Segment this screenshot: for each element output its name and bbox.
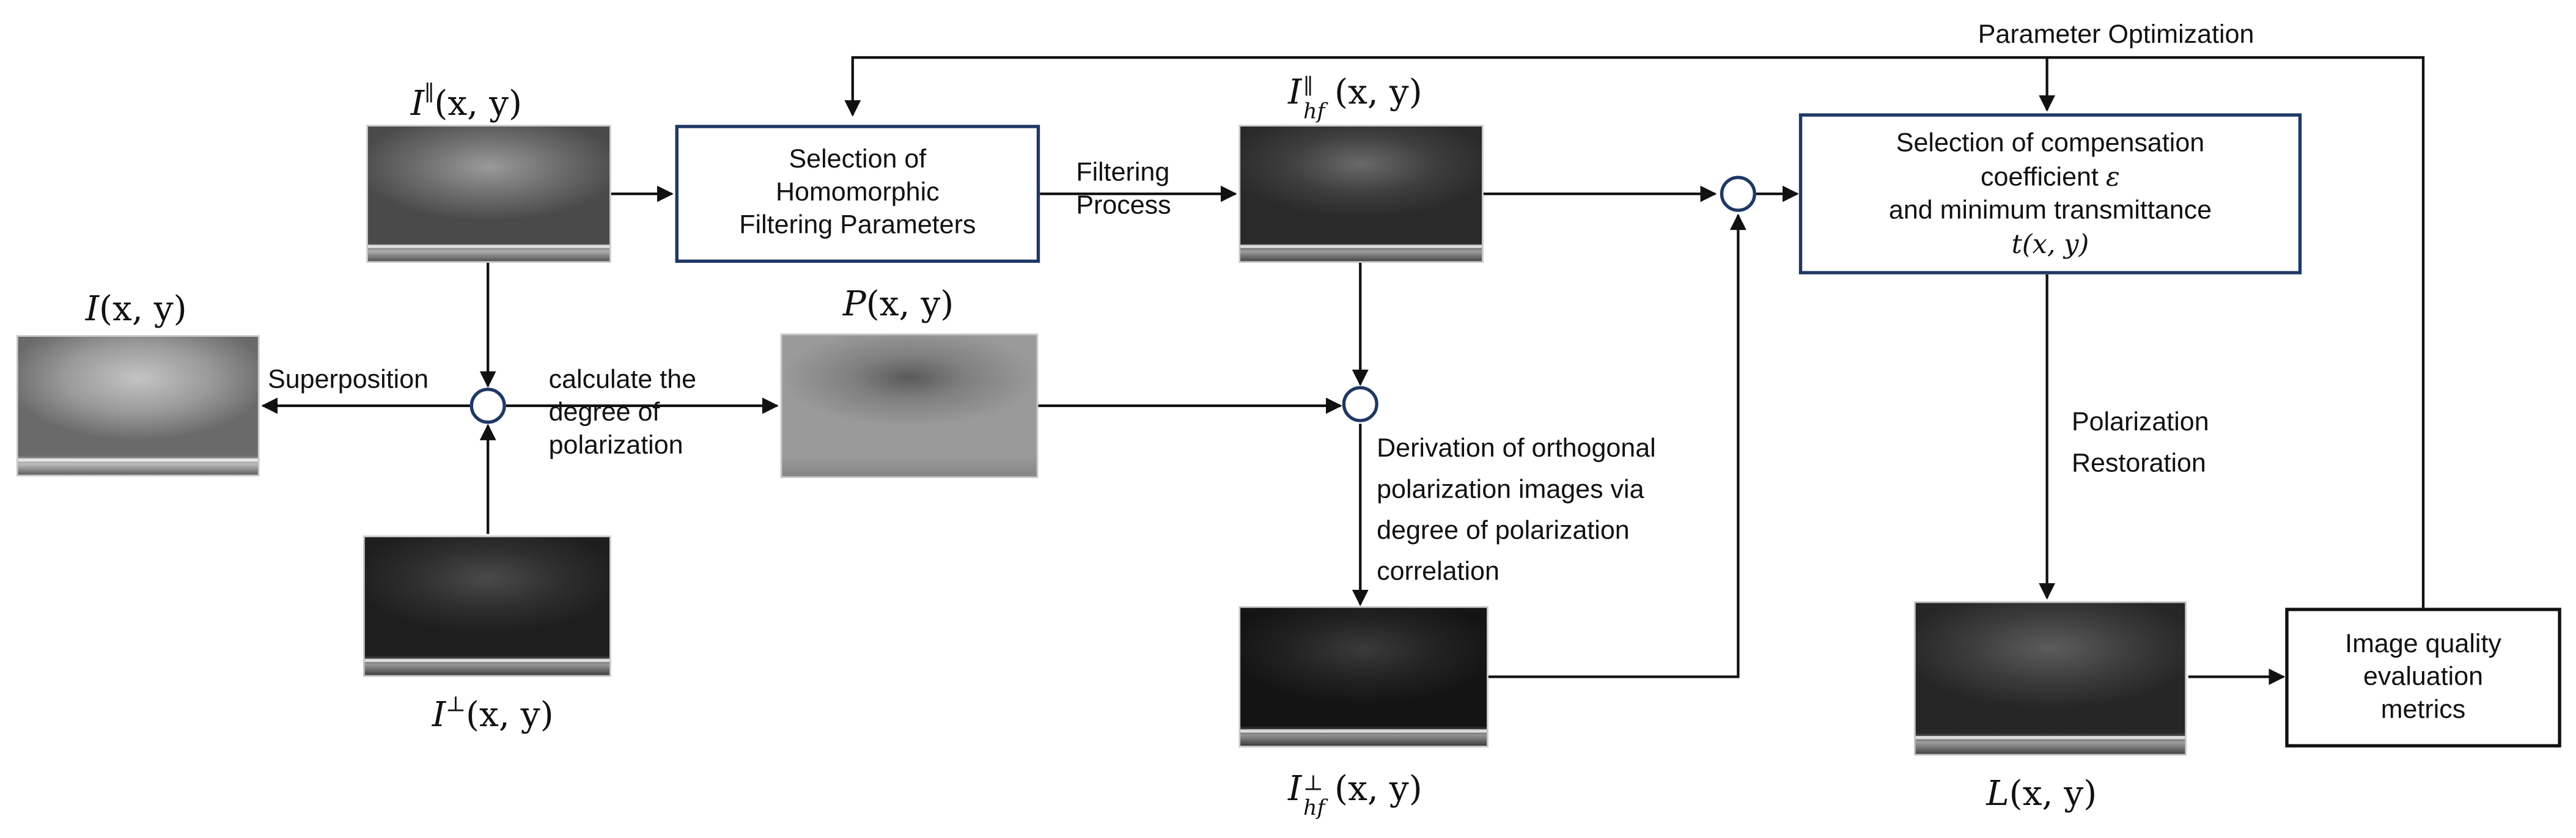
calculate-dop-line: calculate the [548,366,697,394]
label-symbol: I [85,289,100,329]
compensation-box-line: coefficient ε [1889,160,2212,194]
derivation-line: Derivation of orthogonal [1377,435,1656,463]
image-i-hf-parallel [1238,125,1484,263]
arrow-ihfperp-to-node-right [1488,213,1746,678]
compensation-coefficient-text: coefficient [1981,163,2106,192]
label-args: (x, y) [1334,72,1422,112]
quality-box-line: Image quality [2345,630,2501,658]
filtering-process-line: Process [1076,192,1171,221]
image-p-dop [780,333,1039,479]
filtering-process-label: Filtering Process [1076,158,1171,224]
parameter-optimization-label: Parameter Optimization [1978,21,2254,50]
quality-box-line: evaluation [2363,663,2484,691]
calculate-dop-line: degree of [548,399,660,427]
calculate-dop-line: polarization [548,432,683,460]
homomorphic-parameter-box: Selection of Homomorphic Filtering Param… [675,125,1040,263]
homomorphic-box-line: Filtering Parameters [739,211,976,240]
polarization-restoration-line: Restoration [2071,450,2206,479]
image-quality-box: Image quality evaluation metrics [2285,608,2561,748]
label-args: (x, y) [866,284,954,324]
label-i-perp: I⊥(x, y) [432,685,554,736]
feedback-line [844,56,2425,608]
epsilon-symbol: ε [2105,160,2120,192]
label-superscript: ⊥ [446,693,466,718]
image-l-restored [1913,601,2187,756]
image-i-parallel [366,125,611,263]
label-superscript: ∥ [424,82,435,107]
calculate-dop-label: calculate the degree of polarization [549,365,696,463]
label-args: (x, y) [465,694,554,735]
label-symbol: P [842,284,866,324]
label-subscript: hf [1303,100,1325,125]
sum-node-left [469,388,506,424]
label-i-hf-perp: I⊥hf (x, y) [1288,767,1422,821]
filtering-process-line: Filtering [1076,159,1170,188]
label-superscript: ⊥ [1303,772,1323,797]
label-i-total: I(x, y) [86,287,187,330]
label-p: P(x, y) [843,282,954,325]
label-superscript: ∥ [1303,75,1314,100]
label-subscript: hf [1303,796,1325,821]
compensation-box-line: Selection of compensation [1896,128,2205,157]
label-args: (x, y) [2009,773,2097,814]
derivation-line: polarization images via [1377,476,1644,505]
label-i-parallel: I∥(x, y) [411,74,522,125]
label-symbol: I [432,694,446,735]
superposition-label: Superposition [268,366,429,394]
label-i-hf-parallel: I∥hf (x, y) [1288,71,1422,125]
label-args: (x, y) [434,84,522,123]
derivation-line: degree of polarization [1377,517,1630,546]
sum-node-mid [1342,386,1378,422]
image-i-hf-perp [1238,606,1489,748]
polarization-restoration-label: Polarization Restoration [2072,402,2209,484]
polarization-restoration-line: Polarization [2071,409,2209,437]
quality-box-line: metrics [2380,696,2466,724]
compensation-box-line: and minimum transmittance [1888,196,2212,224]
label-symbol: L [1986,773,2009,814]
sum-node-right [1720,175,1756,212]
image-i-total [16,335,260,477]
label-l: L(x, y) [1986,772,2097,815]
label-args: (x, y) [99,289,187,329]
transmittance-symbol: t(x, y) [2011,227,2089,259]
label-symbol: I [410,84,425,123]
label-symbol: I [1288,72,1302,112]
label-args: (x, y) [1334,768,1422,809]
label-symbol: I [1288,768,1302,809]
derivation-label: Derivation of orthogonal polarization im… [1377,428,1656,593]
homomorphic-box-line: Homomorphic [776,178,940,207]
derivation-line: correlation [1377,558,1500,587]
homomorphic-box-line: Selection of [789,146,927,174]
compensation-selection-box: Selection of compensation coefficient ε … [1798,113,2302,274]
image-i-perp [362,535,611,677]
